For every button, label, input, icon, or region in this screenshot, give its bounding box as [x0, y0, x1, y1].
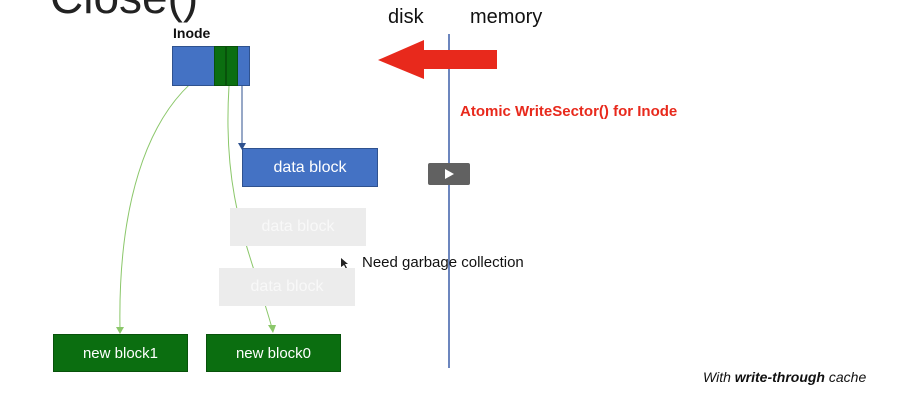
garbage-collection-note: Need garbage collection: [362, 254, 524, 271]
inode-pointer-2: [226, 46, 238, 86]
inode-label: Inode: [173, 25, 211, 41]
play-button[interactable]: [428, 163, 470, 185]
memory-label: memory: [470, 6, 543, 28]
atomic-writesector-note: Atomic WriteSector() for Inode: [460, 103, 678, 120]
inode-pointer-1: [214, 46, 226, 86]
data-block: data block: [242, 148, 378, 187]
slide-title: Close(): [50, 0, 198, 24]
play-icon: [445, 169, 454, 179]
new-block1: new block1: [53, 334, 188, 372]
disk-label: disk: [388, 6, 424, 28]
footer-suffix: cache: [825, 369, 867, 385]
link-to-new-block1: [119, 65, 215, 331]
ghost-data-block-1: data block: [230, 208, 366, 246]
inode-to-datablock-arrowhead: [238, 143, 246, 150]
link-to-new-block1-arrowhead: [116, 327, 124, 334]
inode-box: [172, 46, 250, 86]
footer-note: With write-through cache: [703, 369, 866, 385]
mouse-cursor-icon: [341, 258, 348, 269]
link-to-new-block0-arrowhead: [268, 325, 276, 333]
ghost-data-block-2: data block: [219, 268, 355, 306]
inode-body: [172, 46, 250, 86]
new-block0: new block0: [206, 334, 341, 372]
left-arrow-icon: [378, 40, 497, 79]
footer-prefix: With: [703, 369, 735, 385]
footer-bold: write-through: [734, 369, 825, 385]
